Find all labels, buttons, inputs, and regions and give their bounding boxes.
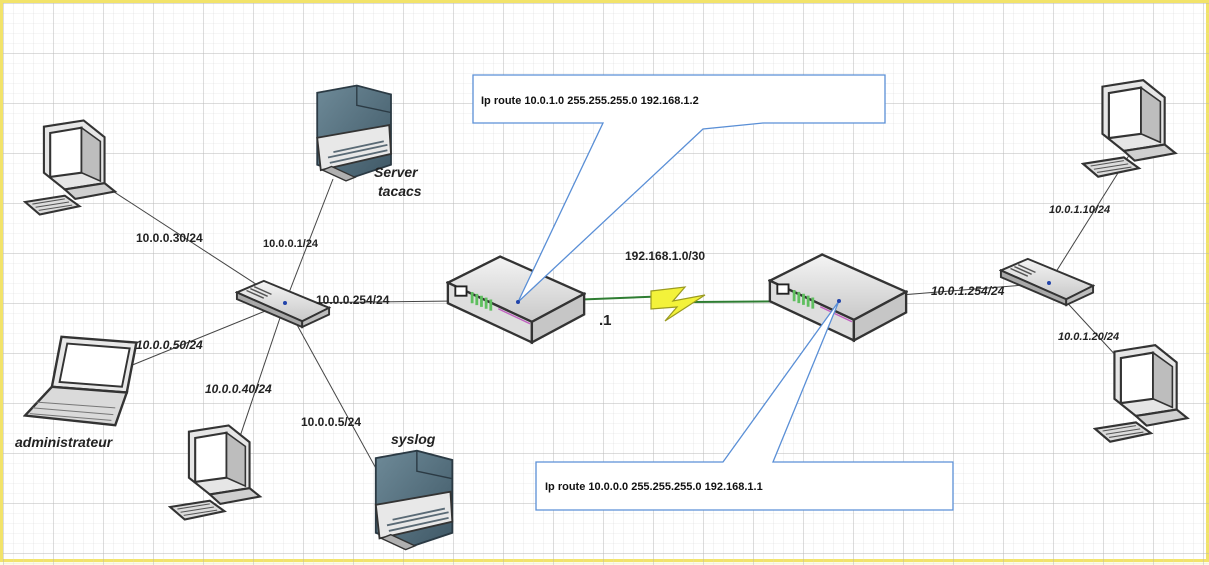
ip-pc-bottom: 10.0.0.40/24 (205, 382, 272, 396)
server-tacacs-label-line2: tacacs (378, 183, 422, 199)
network-diagram: Ip route 10.0.1.0 255.255.255.0 192.168.… (3, 3, 1209, 565)
callout-bottom: Ip route 10.0.0.0 255.255.255.0 192.168.… (535, 300, 954, 511)
syslog-label: syslog (391, 431, 436, 447)
callout-top-text: Ip route 10.0.1.0 255.255.255.0 192.168.… (481, 95, 699, 107)
ip-router-right-lan: 10.0.1.254/24 (931, 284, 1005, 298)
ip-pc-top-right: 10.0.1.10/24 (1049, 204, 1110, 216)
ip-pc-bottom-right: 10.0.1.20/24 (1058, 331, 1119, 343)
callout-top: Ip route 10.0.1.0 255.255.255.0 192.168.… (472, 74, 886, 303)
server-syslog-icon[interactable] (374, 449, 454, 551)
ip-server-tacacs: 10.0.0.1/24 (263, 238, 319, 250)
wan-network-label: 192.168.1.0/30 (625, 249, 705, 263)
ip-laptop: 10.0.0.50/24 (136, 338, 203, 352)
server-tacacs-label-line1: Server (374, 164, 419, 180)
ip-router-left-lan: 10.0.0.254/24 (316, 293, 390, 307)
router-left-wan-suffix: .1 (599, 312, 612, 329)
administrateur-label: administrateur (15, 434, 114, 450)
ip-syslog: 10.0.0.5/24 (301, 415, 361, 429)
serial-bolt-icon (650, 286, 706, 322)
callout-bottom-text: Ip route 10.0.0.0 255.255.255.0 192.168.… (545, 481, 763, 493)
ip-pc-top-left: 10.0.0.30/24 (136, 231, 203, 245)
